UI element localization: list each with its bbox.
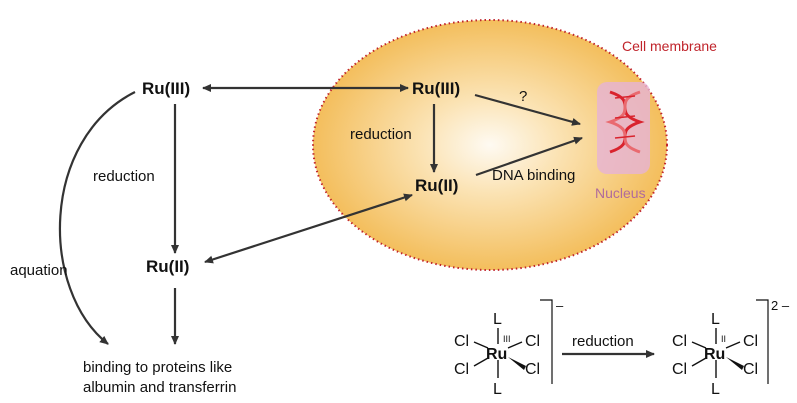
complex-ru3: L L Cl Cl Cl Cl Ru III – [454,298,564,398]
extracellular-ru2: Ru(II) [146,257,189,276]
ruthenium-center: Ru [486,346,507,363]
reduction-label-inside: reduction [350,126,412,143]
dna-binding-label: DNA binding [492,167,575,184]
ligand-bottom: L [493,381,502,398]
ruthenium-center: Ru [704,346,725,363]
complex-reduction-label: reduction [572,333,634,350]
ligand-top: L [493,311,502,328]
intracellular-ru3: Ru(III) [412,79,460,98]
ligand-top: L [711,311,720,328]
chloride-bottom-left: Cl [672,361,687,378]
complex-ru2: L L Cl Cl Cl Cl Ru II 2 – [672,298,790,398]
aquation-arrow [58,91,136,345]
ru2-transport-arrow [204,193,413,264]
chloride-top-right: Cl [525,333,540,350]
charge: – [556,298,564,313]
dna-helix-icon [605,90,645,154]
ligand-bottom: L [711,381,720,398]
oxidation-state: II [721,334,726,344]
aquation-label: aquation [10,262,68,279]
chloride-top-left: Cl [672,333,687,350]
intracellular-ru2: Ru(II) [415,176,458,195]
nucleus-label: Nucleus [595,185,646,201]
charge: 2 – [771,298,790,313]
ru2-dna-arrow [475,136,583,177]
protein-binding-label-line1: binding to proteins like [83,359,232,376]
ru3-dna-arrow [474,93,581,126]
chloride-bottom-left: Cl [454,361,469,378]
chloride-bottom-right: Cl [525,361,540,378]
chloride-bottom-right: Cl [743,361,758,378]
cell-membrane [312,19,668,271]
nucleus [597,82,650,174]
extracellular-ru3: Ru(III) [142,79,190,98]
oxidation-state: III [503,334,511,344]
reduction-label-outside: reduction [93,168,155,185]
chloride-top-left: Cl [454,333,469,350]
question-label: ? [519,88,527,105]
chloride-top-right: Cl [743,333,758,350]
protein-binding-label-line2: albumin and transferrin [83,379,236,396]
cell-membrane-label: Cell membrane [622,38,717,54]
